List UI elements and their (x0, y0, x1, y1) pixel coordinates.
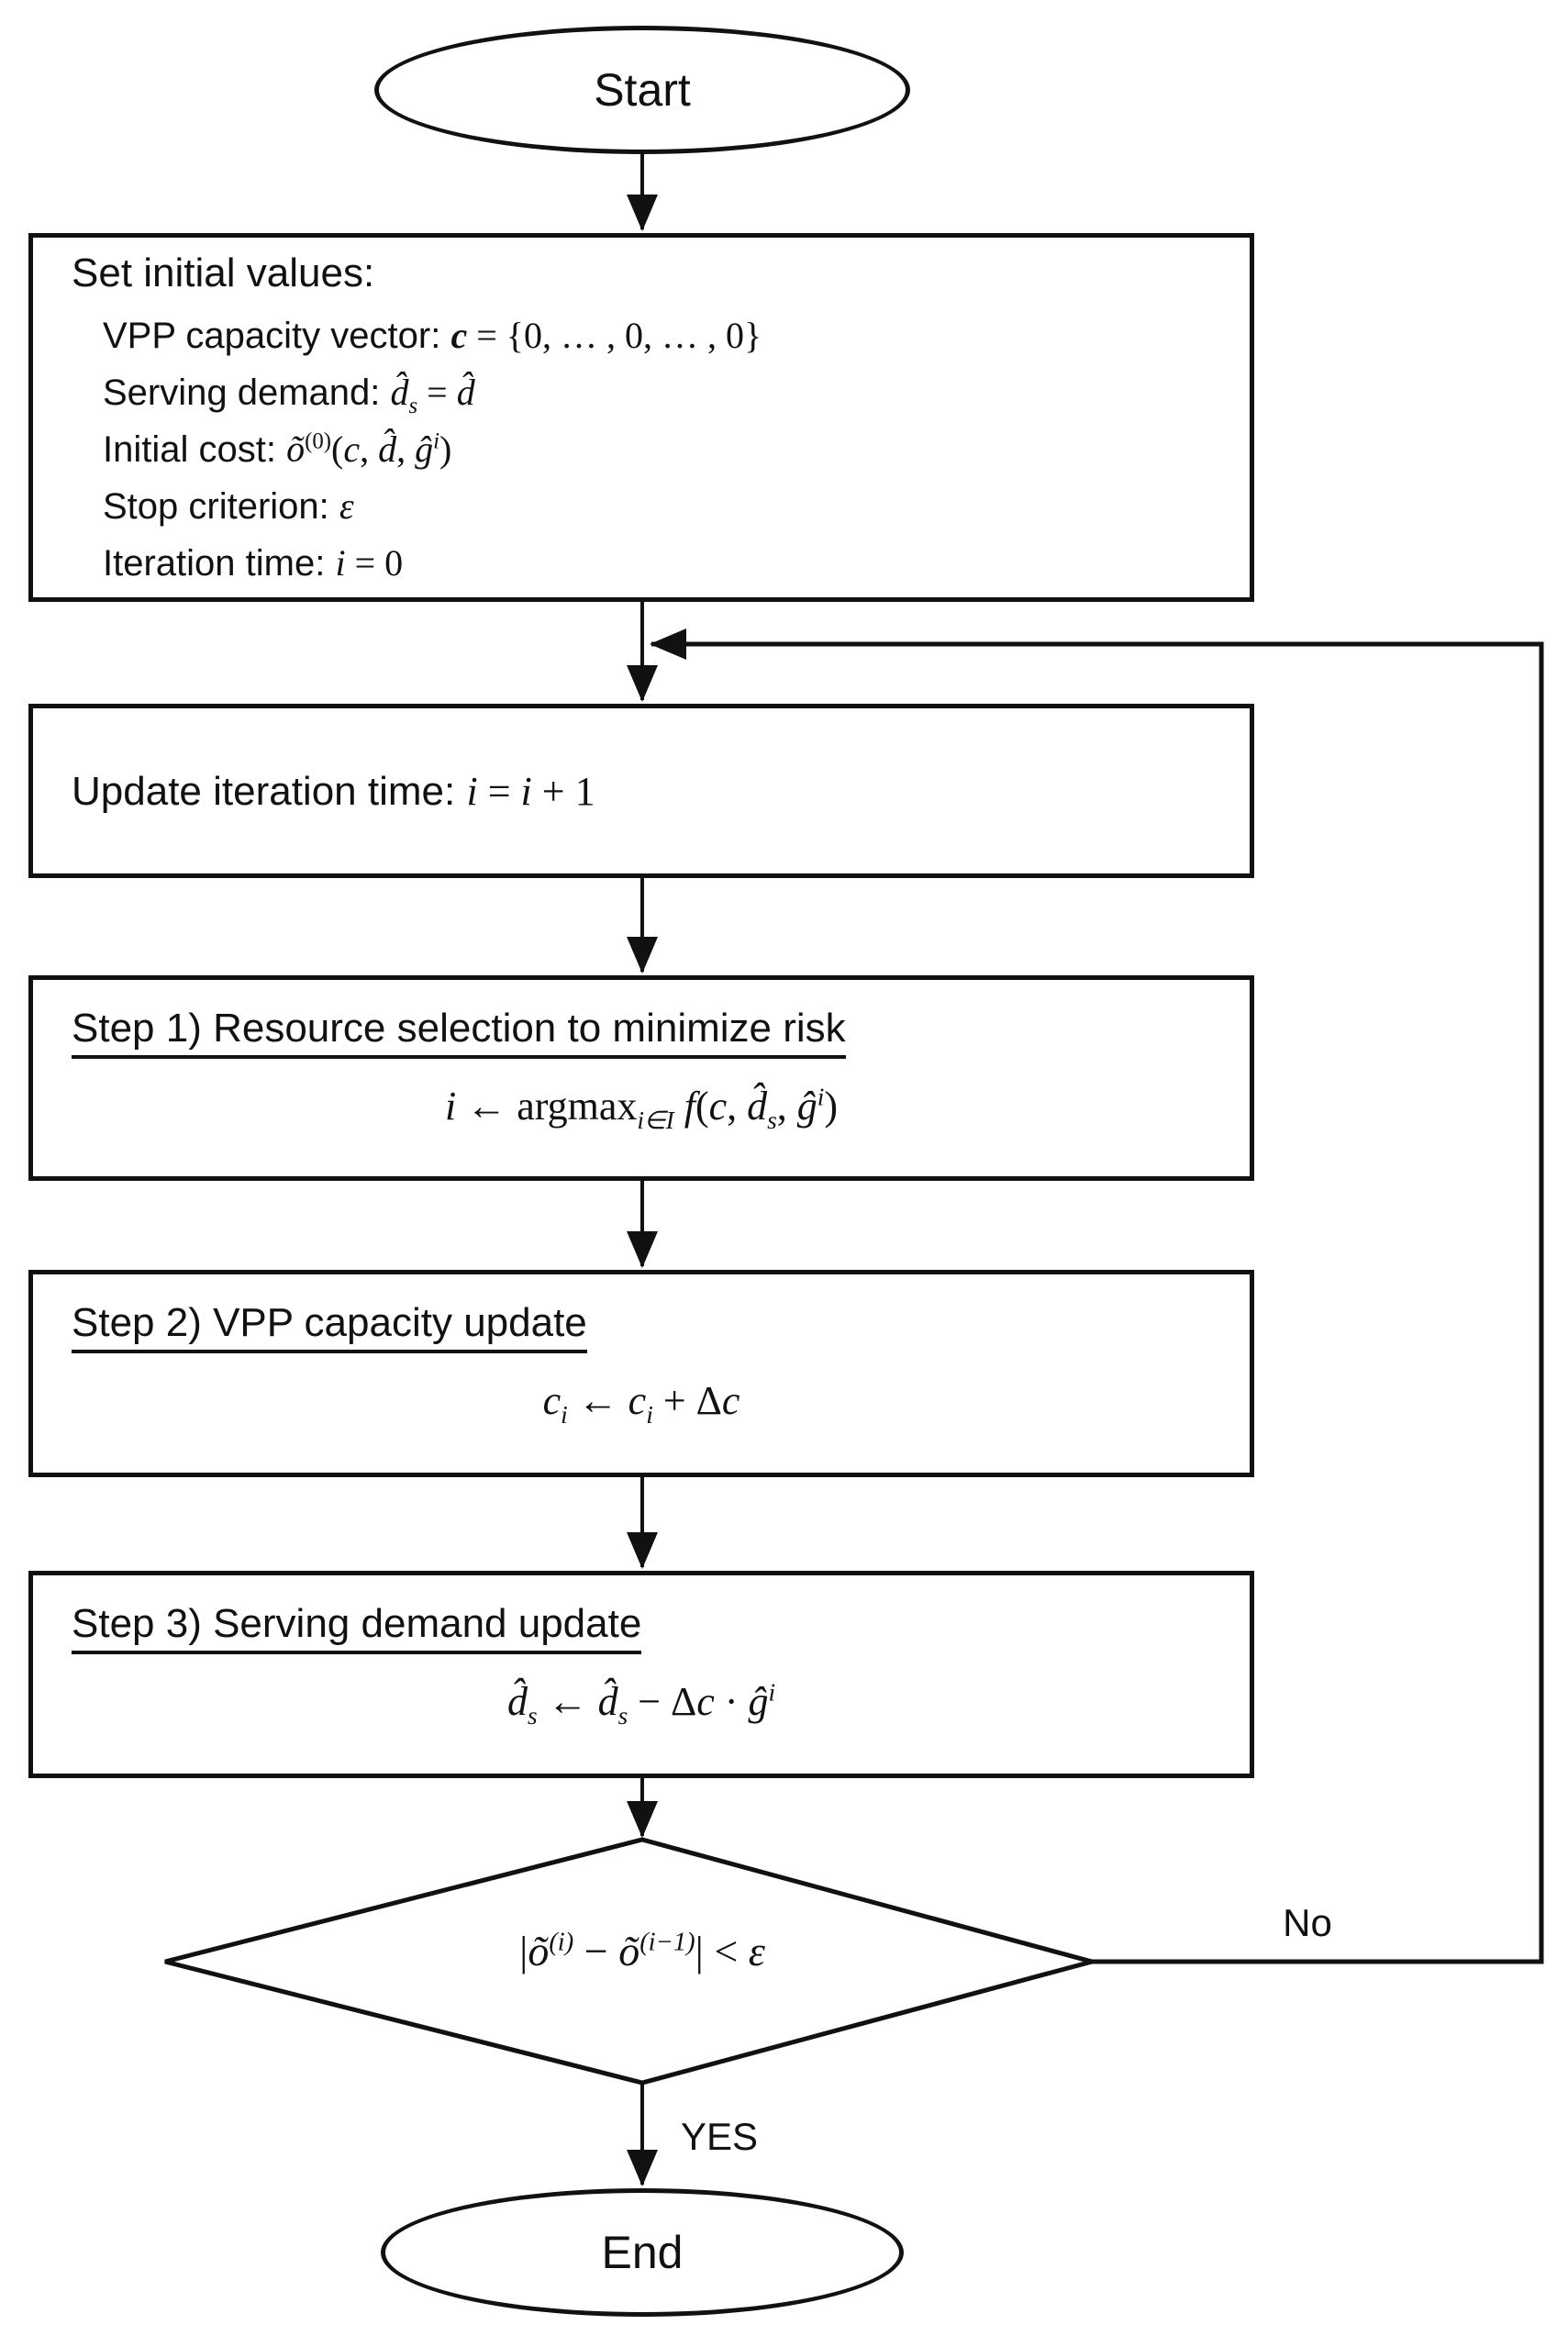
update-label: Update iteration time: i = i + 1 (72, 768, 595, 814)
end-label: End (601, 2227, 684, 2278)
step3-formula: d̂s ← d̂s − Δc · ĝi (506, 1678, 776, 1730)
init-title: Set initial values: (72, 250, 375, 295)
init-item-iteration: Iteration time: i = 0 (103, 542, 404, 584)
step2-title: Step 2) VPP capacity update (72, 1300, 1250, 1353)
start-terminal: Start (374, 26, 910, 154)
init-item-demand: Serving demand: d̂s = d̂ (103, 372, 475, 418)
step2-box: Step 2) VPP capacity update ci ← ci + Δc (28, 1270, 1254, 1477)
init-item-cost: Initial cost: õ(0)(c, d̂, ĝi) (103, 428, 452, 470)
end-terminal: End (381, 2188, 904, 2317)
update-box: Update iteration time: i = i + 1 (28, 704, 1254, 878)
init-item-capacity: VPP capacity vector: c = {0, … , 0, … , … (103, 315, 762, 356)
loop-no-line (650, 628, 1544, 1964)
init-box: Set initial values: VPP capacity vector:… (28, 233, 1254, 602)
decision-diamond (164, 1837, 1101, 2086)
step3-title: Step 3) Serving demand update (72, 1601, 1250, 1654)
no-label: No (1283, 1901, 1332, 1944)
init-item-stop: Stop criterion: ε (103, 485, 354, 527)
step1-title: Step 1) Resource selection to minimize r… (72, 1006, 1250, 1059)
step3-box: Step 3) Serving demand update d̂s ← d̂s … (28, 1571, 1254, 1778)
step1-formula: i ← argmaxi∈I f(c, d̂s, ĝi) (444, 1083, 839, 1134)
decision-condition: |õ(i) − õ(i−1)| < ε (519, 1928, 765, 1974)
step1-box: Step 1) Resource selection to minimize r… (28, 975, 1254, 1181)
yes-label: YES (681, 2115, 759, 2158)
start-label: Start (594, 64, 691, 116)
step2-formula: ci ← ci + Δc (542, 1378, 740, 1429)
